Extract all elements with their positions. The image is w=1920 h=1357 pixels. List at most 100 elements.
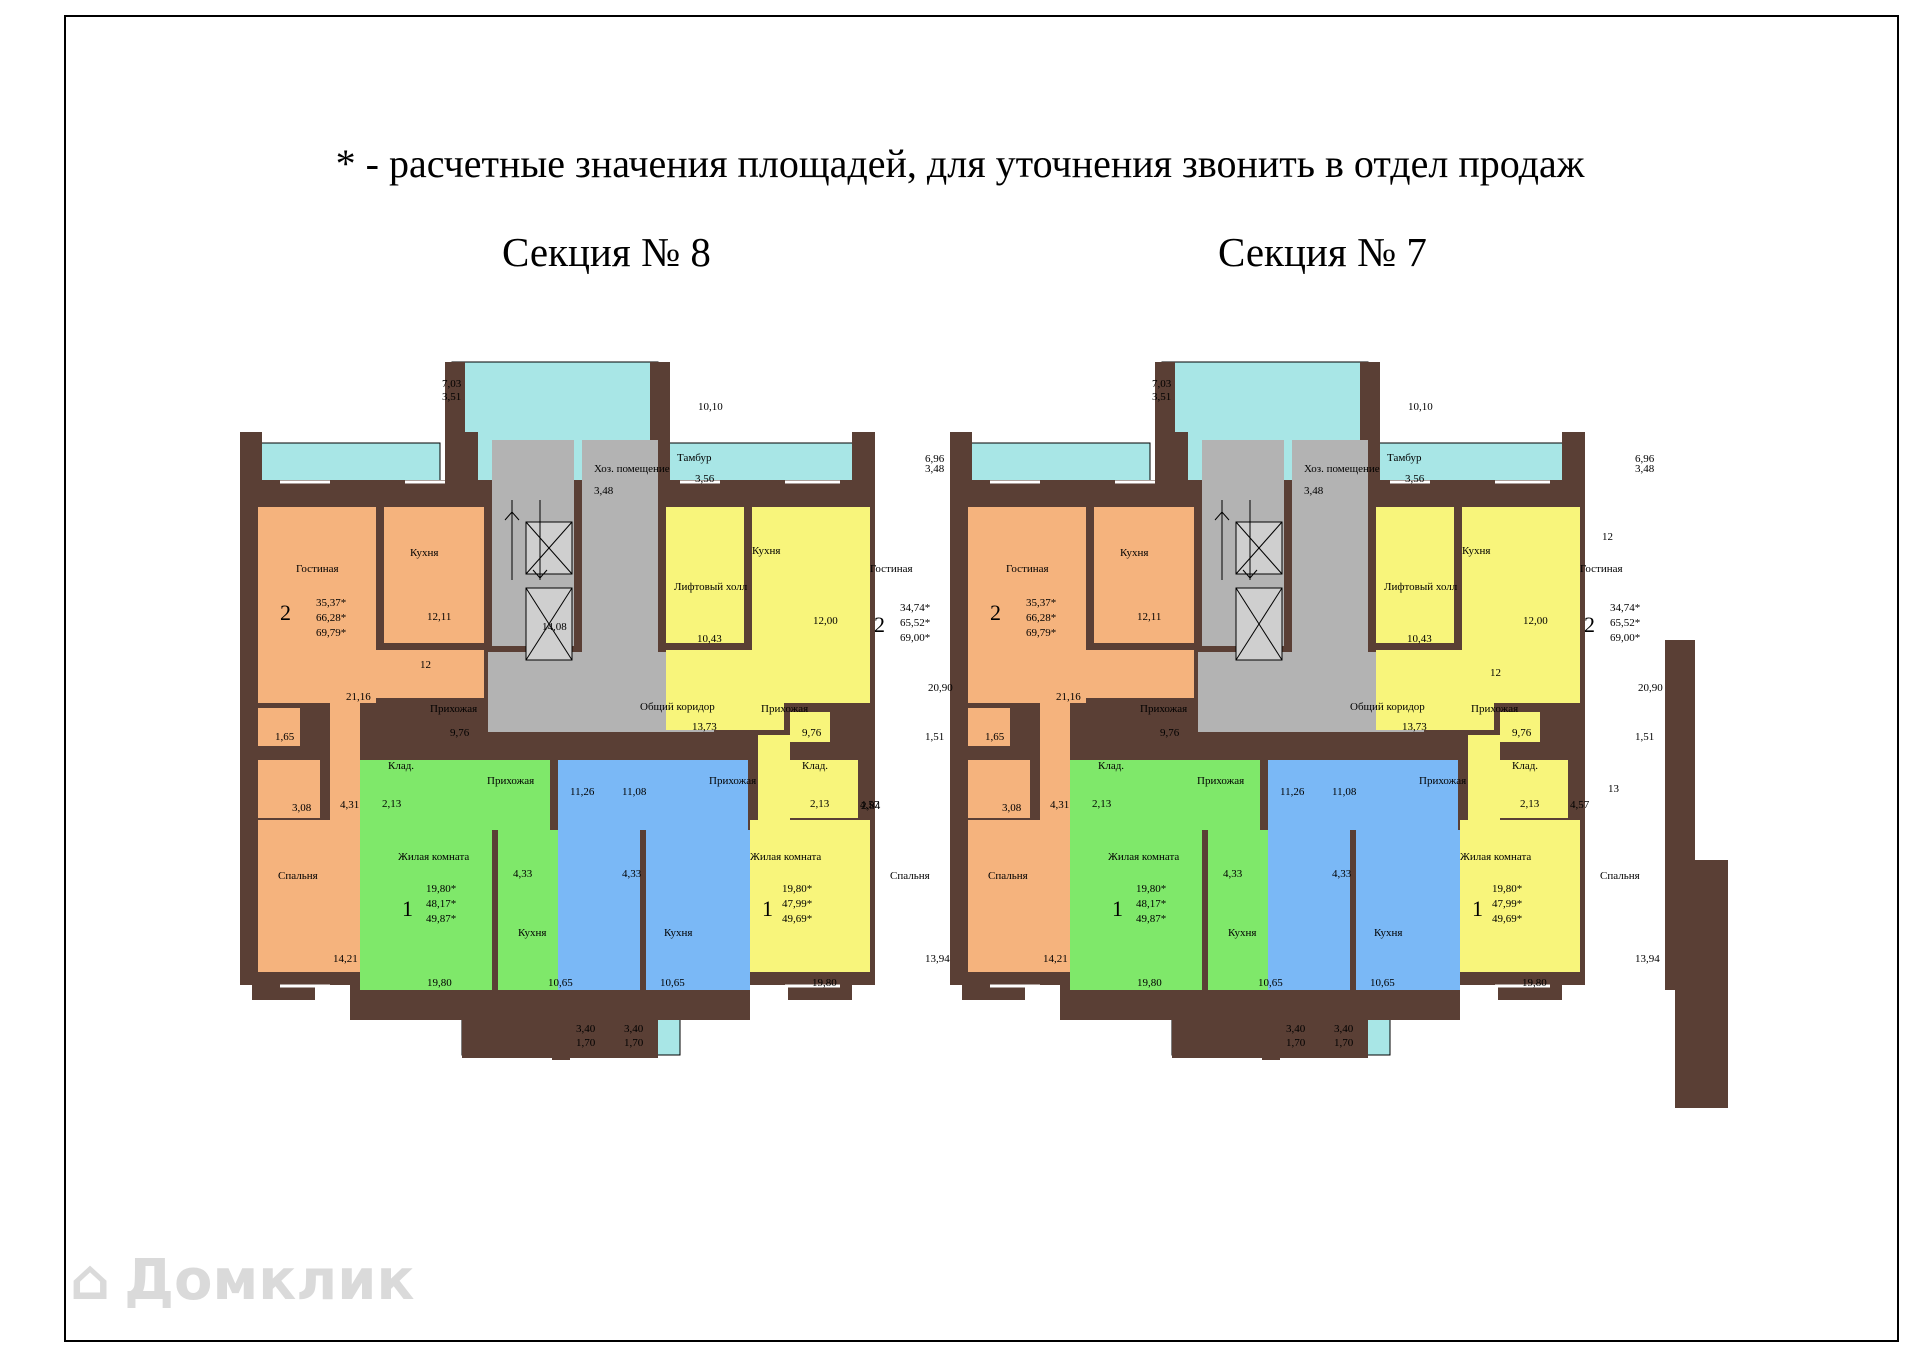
svg-text:13: 13 bbox=[1608, 783, 1620, 795]
svg-text:1,70: 1,70 bbox=[576, 1037, 596, 1049]
svg-text:Кухня: Кухня bbox=[664, 927, 692, 939]
svg-text:1,70: 1,70 bbox=[1286, 1037, 1306, 1049]
svg-text:13,73: 13,73 bbox=[1402, 721, 1427, 733]
svg-text:Лифтовый холл: Лифтовый холл bbox=[674, 581, 748, 593]
svg-text:Прихожая: Прихожая bbox=[761, 703, 808, 715]
svg-text:65,52*: 65,52* bbox=[1610, 617, 1640, 629]
svg-text:Общий коридор: Общий коридор bbox=[1350, 701, 1425, 713]
svg-text:19,80*: 19,80* bbox=[782, 883, 812, 895]
section-7-labels: Гостиная Кухня 12,11 21,16 Прихожая 9,76… bbox=[985, 378, 1663, 1049]
svg-text:34,74*: 34,74* bbox=[1610, 602, 1640, 614]
svg-text:69,00*: 69,00* bbox=[1610, 632, 1640, 644]
drawing-frame bbox=[64, 15, 1899, 1342]
section-8-labels: Гостиная Кухня 12,11 21,16 Прихожая 9,76… bbox=[275, 378, 953, 1049]
svg-text:34,74*: 34,74* bbox=[900, 602, 930, 614]
svg-text:Гостиная: Гостиная bbox=[296, 563, 339, 575]
svg-text:Тамбур: Тамбур bbox=[677, 452, 712, 464]
svg-text:Жилая комната: Жилая комната bbox=[398, 851, 469, 863]
svg-text:Общий коридор: Общий коридор bbox=[640, 701, 715, 713]
svg-text:19,80: 19,80 bbox=[427, 977, 452, 989]
svg-text:10,10: 10,10 bbox=[698, 401, 723, 413]
svg-text:9,76: 9,76 bbox=[1160, 727, 1180, 739]
svg-text:Жилая комната: Жилая комната bbox=[1460, 851, 1531, 863]
svg-text:Клад.: Клад. bbox=[1098, 760, 1124, 772]
svg-text:Прихожая: Прихожая bbox=[1197, 775, 1244, 787]
svg-text:Прихожая: Прихожая bbox=[430, 703, 477, 715]
svg-text:2: 2 bbox=[990, 600, 1001, 625]
svg-text:9,76: 9,76 bbox=[1512, 727, 1532, 739]
svg-text:Спальня: Спальня bbox=[890, 870, 930, 882]
svg-text:13,73: 13,73 bbox=[692, 721, 717, 733]
svg-text:21,16: 21,16 bbox=[1056, 691, 1081, 703]
svg-text:10,43: 10,43 bbox=[697, 633, 722, 645]
svg-text:4,33: 4,33 bbox=[622, 868, 642, 880]
svg-text:2,13: 2,13 bbox=[1092, 798, 1112, 810]
svg-text:19,80: 19,80 bbox=[812, 977, 837, 989]
watermark-text: Домклик bbox=[124, 1247, 415, 1313]
svg-text:Лифтовый холл: Лифтовый холл bbox=[1384, 581, 1458, 593]
svg-text:Тамбур: Тамбур bbox=[1387, 452, 1422, 464]
svg-text:11,26: 11,26 bbox=[1280, 786, 1305, 798]
svg-text:19,80*: 19,80* bbox=[426, 883, 456, 895]
svg-text:66,28*: 66,28* bbox=[1026, 612, 1056, 624]
svg-text:4,31: 4,31 bbox=[340, 799, 359, 811]
svg-text:1: 1 bbox=[1472, 896, 1483, 921]
svg-text:48,17*: 48,17* bbox=[1136, 898, 1166, 910]
svg-text:35,37*: 35,37* bbox=[316, 597, 346, 609]
svg-text:Клад.: Клад. bbox=[1512, 760, 1538, 772]
area-note: * - расчетные значения площадей, для уто… bbox=[335, 141, 1585, 186]
svg-text:Гостиная: Гостиная bbox=[1580, 563, 1623, 575]
svg-text:11,08: 11,08 bbox=[1332, 786, 1357, 798]
svg-text:49,87*: 49,87* bbox=[1136, 913, 1166, 925]
svg-text:12,00: 12,00 bbox=[813, 615, 838, 627]
svg-text:49,87*: 49,87* bbox=[426, 913, 456, 925]
svg-text:Хоз. помещение: Хоз. помещение bbox=[594, 463, 670, 475]
svg-text:3,48: 3,48 bbox=[925, 463, 945, 475]
svg-text:1,51: 1,51 bbox=[1635, 731, 1654, 743]
svg-text:1: 1 bbox=[762, 896, 773, 921]
svg-text:Прихожая: Прихожая bbox=[709, 775, 756, 787]
svg-text:4,33: 4,33 bbox=[513, 868, 533, 880]
svg-text:69,79*: 69,79* bbox=[1026, 627, 1056, 639]
svg-text:12,11: 12,11 bbox=[1137, 611, 1161, 623]
svg-text:2,13: 2,13 bbox=[382, 798, 402, 810]
svg-text:2,13: 2,13 bbox=[810, 798, 830, 810]
svg-text:49,69*: 49,69* bbox=[782, 913, 812, 925]
svg-text:Кухня: Кухня bbox=[410, 547, 438, 559]
svg-text:12,11: 12,11 bbox=[427, 611, 451, 623]
svg-text:Кухня: Кухня bbox=[1374, 927, 1402, 939]
svg-text:3,56: 3,56 bbox=[1405, 473, 1425, 485]
svg-text:4,33: 4,33 bbox=[1332, 868, 1352, 880]
svg-text:12: 12 bbox=[420, 659, 431, 671]
svg-text:Хоз. помещение: Хоз. помещение bbox=[1304, 463, 1380, 475]
svg-text:3,40: 3,40 bbox=[576, 1023, 596, 1035]
svg-text:35,37*: 35,37* bbox=[1026, 597, 1056, 609]
svg-text:19,80*: 19,80* bbox=[1136, 883, 1166, 895]
svg-text:Кухня: Кухня bbox=[752, 545, 780, 557]
svg-text:Жилая комната: Жилая комната bbox=[750, 851, 821, 863]
svg-text:Прихожая: Прихожая bbox=[1471, 703, 1518, 715]
annex-wall bbox=[1665, 640, 1728, 1108]
svg-text:69,79*: 69,79* bbox=[316, 627, 346, 639]
svg-text:69,00*: 69,00* bbox=[900, 632, 930, 644]
svg-text:3,51: 3,51 bbox=[442, 391, 461, 403]
svg-text:2,13: 2,13 bbox=[1520, 798, 1540, 810]
svg-text:20,90: 20,90 bbox=[928, 682, 953, 694]
svg-text:11,26: 11,26 bbox=[570, 786, 595, 798]
svg-text:6,96: 6,96 bbox=[925, 453, 945, 465]
svg-text:1,70: 1,70 bbox=[1334, 1037, 1354, 1049]
svg-text:1,51: 1,51 bbox=[925, 731, 944, 743]
svg-text:66,28*: 66,28* bbox=[316, 612, 346, 624]
svg-text:14,21: 14,21 bbox=[333, 953, 358, 965]
domclick-watermark: ⌂ Домклик bbox=[70, 1245, 430, 1315]
svg-text:Спальня: Спальня bbox=[278, 870, 318, 882]
svg-text:20,90: 20,90 bbox=[1638, 682, 1663, 694]
svg-text:Прихожая: Прихожая bbox=[1419, 775, 1466, 787]
svg-text:4,57: 4,57 bbox=[860, 799, 880, 811]
svg-text:Клад.: Клад. bbox=[802, 760, 828, 772]
svg-text:10,65: 10,65 bbox=[1258, 977, 1283, 989]
svg-text:2: 2 bbox=[280, 600, 291, 625]
svg-text:Кухня: Кухня bbox=[1462, 545, 1490, 557]
svg-text:2,84: 2,84 bbox=[861, 800, 881, 812]
svg-text:2: 2 bbox=[874, 612, 885, 637]
